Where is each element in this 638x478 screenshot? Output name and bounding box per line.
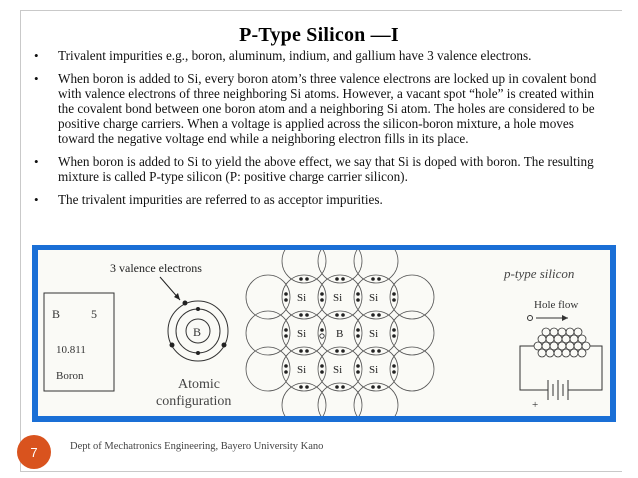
hole-marker: [319, 333, 325, 339]
bullet-text: When boron is added to Si to yield the a…: [58, 154, 594, 184]
electron: [196, 307, 200, 311]
element-symbol: B: [52, 307, 60, 321]
bullet-list: • Trivalent impurities e.g., boron, alumi…: [32, 48, 602, 215]
valence-label: 3 valence electrons: [110, 261, 202, 275]
bullet-text: The trivalent impurities are referred to…: [58, 192, 383, 207]
atomic-caption-1: Atomic: [178, 377, 220, 392]
bullet-marker: •: [34, 48, 39, 63]
lattice-cell: B: [336, 328, 343, 340]
lattice-cell: Si: [333, 292, 342, 304]
electron: [196, 351, 200, 355]
hole-symbol: [527, 315, 533, 321]
wire-right: [568, 345, 603, 391]
outer-shell: [167, 300, 229, 362]
element-name: Boron: [56, 370, 84, 382]
slide-title: P-Type Silicon —I: [239, 24, 399, 46]
electron: [221, 342, 227, 348]
atom-diagram: 3 valence electrons B Atomic configurati…: [110, 261, 231, 409]
hole-flow-label: Hole flow: [534, 299, 578, 311]
material-block: [533, 327, 591, 358]
lattice-cell: Si: [297, 292, 306, 304]
bullet-item: • The trivalent impurities are referred t…: [32, 192, 602, 207]
lattice-cell: Si: [333, 364, 342, 376]
bullet-text: Trivalent impurities e.g., boron, alumin…: [58, 48, 532, 63]
bullet-marker: •: [34, 192, 39, 207]
slide-border: [20, 10, 622, 472]
element-number: 5: [91, 307, 97, 321]
flow-arrowhead: [562, 315, 568, 321]
figure-svg: B 5 10.811 Boron 3 valence electrons B A: [43, 238, 603, 428]
battery: [547, 380, 569, 400]
footer-text: Dept of Mechatronics Engineering, Bayero…: [70, 441, 324, 452]
crystal-lattice: Si Si Si Si B Si Si Si Si: [245, 238, 435, 428]
nucleus: [185, 318, 211, 344]
figure-frame: B 5 10.811 Boron 3 valence electrons B A: [32, 238, 616, 428]
bullet-item: • When boron is added to Si, every boron …: [32, 71, 602, 146]
lattice-cell: Si: [297, 328, 306, 340]
atomic-caption-2: configuration: [156, 394, 231, 409]
lattice-cell: Si: [369, 364, 378, 376]
bullet-marker: •: [34, 154, 39, 169]
valence-arrowhead: [174, 293, 180, 300]
lattice-cell: Si: [369, 328, 378, 340]
figure-canvas: B 5 10.811 Boron 3 valence electrons B A: [38, 238, 610, 428]
lattice-cell: Si: [297, 364, 306, 376]
atom-center-label: B: [193, 325, 201, 339]
ptype-circuit: p-type silicon Hole flow: [503, 266, 603, 411]
plus-sign: +: [532, 399, 538, 411]
bullet-item: • When boron is added to Si to yield the …: [32, 154, 602, 184]
bullet-marker: •: [34, 71, 39, 86]
lattice-cell: Si: [369, 292, 378, 304]
element-card: B 5 10.811 Boron: [43, 292, 115, 392]
electron: [182, 300, 188, 306]
electron: [169, 342, 175, 348]
bullet-item: • Trivalent impurities e.g., boron, alumi…: [32, 48, 602, 63]
wire-left: [519, 345, 548, 391]
page-number-badge: 7: [17, 435, 51, 469]
ptype-title: p-type silicon: [503, 266, 574, 281]
bullet-text: When boron is added to Si, every boron a…: [58, 71, 597, 146]
element-mass: 10.811: [56, 344, 86, 356]
